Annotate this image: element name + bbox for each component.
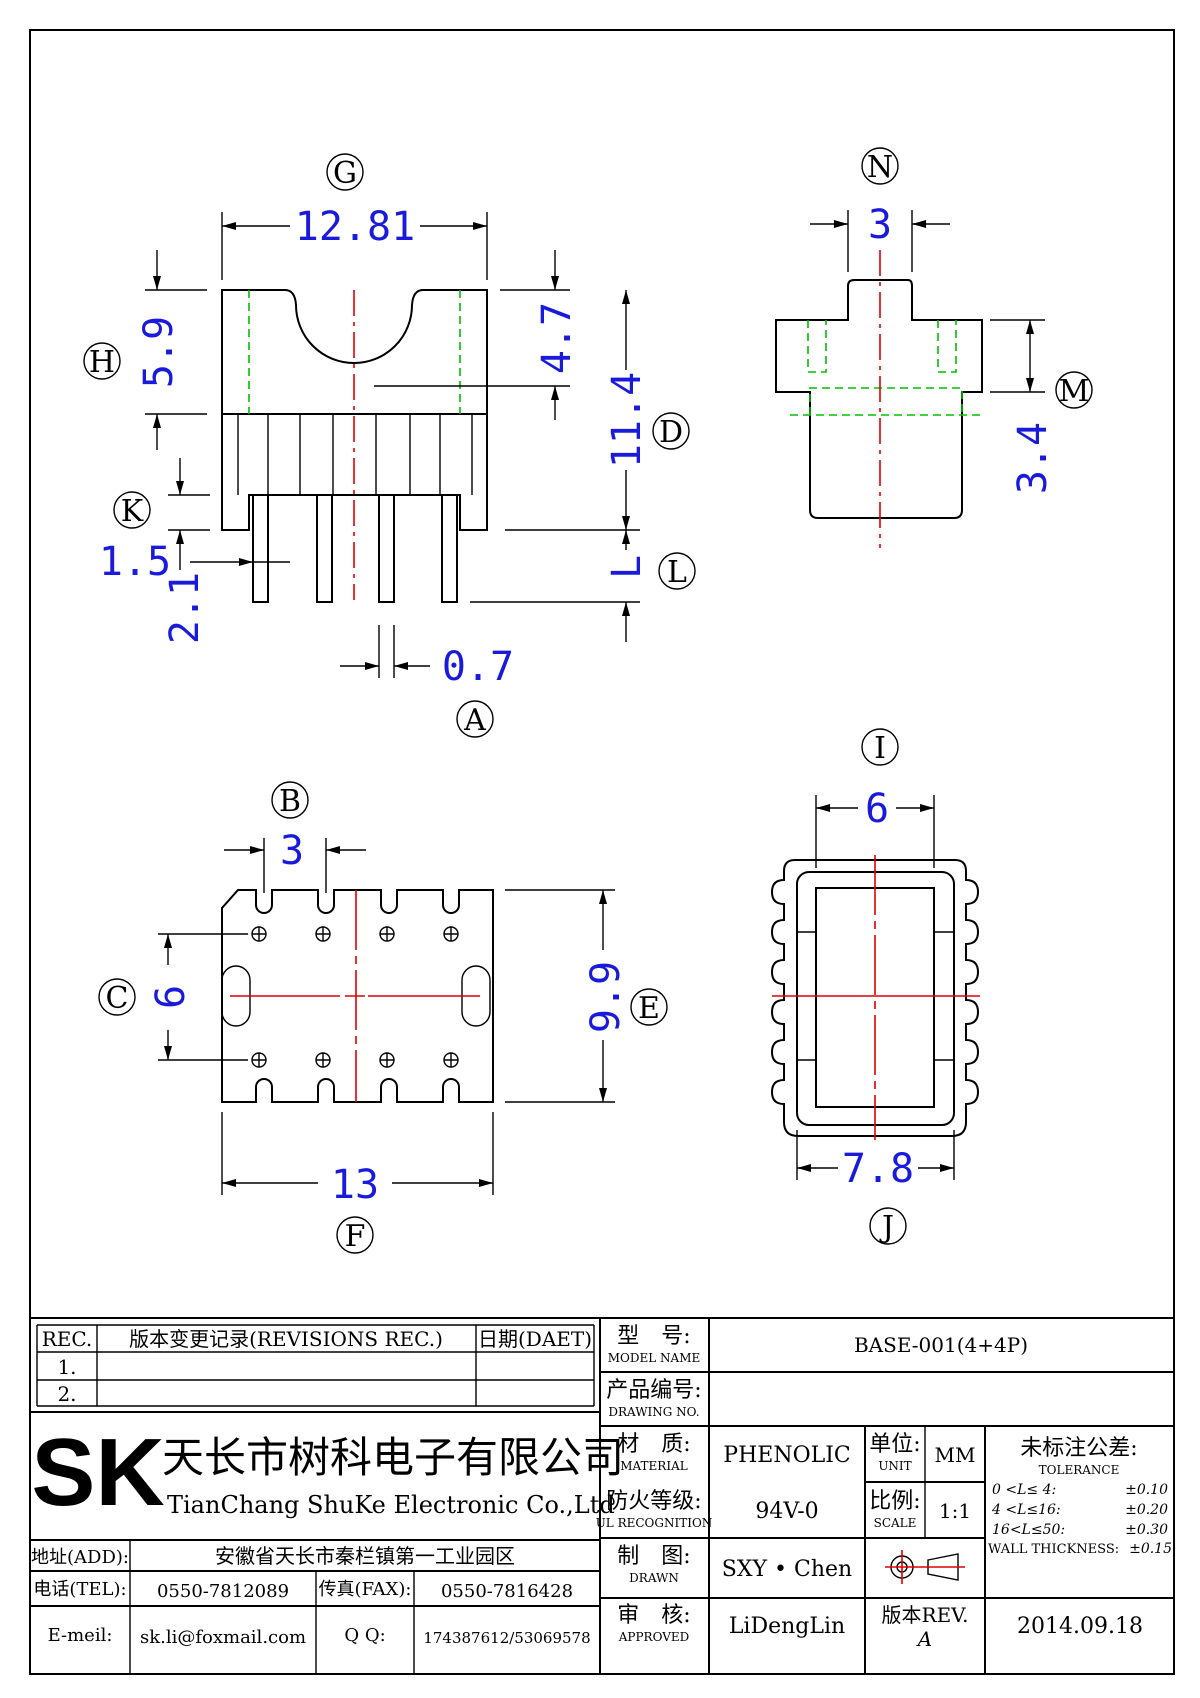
drawing-label-en: DRAWING NO. xyxy=(608,1405,699,1419)
bubble-M: M xyxy=(1059,374,1090,409)
approved-label-en: APPROVED xyxy=(618,1630,690,1644)
approved-label-cn: 审 核: xyxy=(617,1603,690,1628)
bubble-D: D xyxy=(659,415,683,450)
wall-thickness-label: WALL THICKNESS: xyxy=(988,1542,1119,1557)
front-view: 12.81 5.9 4.7 11.4 1.5 2.1 L 0.7 xyxy=(99,204,650,690)
bottom-view: 3 6 9.9 13 xyxy=(148,828,629,1208)
fax-value: 0550-7816428 xyxy=(441,1581,573,1602)
bubble-J: J xyxy=(879,1210,894,1245)
bubble-F: F xyxy=(345,1219,366,1254)
dim-6-top: 6 xyxy=(865,786,889,832)
drawn-label-en: DRAWN xyxy=(629,1571,679,1585)
rev-header: REC. xyxy=(42,1327,93,1351)
tolerance-value-3: ±0.30 xyxy=(1125,1522,1168,1538)
drawn-value: SXY • Chen xyxy=(722,1557,852,1582)
tolerance-range-3: 16<L≤50: xyxy=(992,1522,1065,1538)
dim-4-7: 4.7 xyxy=(534,302,580,374)
unit-value: MM xyxy=(935,1443,976,1467)
dim-9-9: 9.9 xyxy=(583,961,629,1033)
tolerance-range-2: 4 <L≤16: xyxy=(991,1502,1061,1518)
tolerance-label-cn: 未标注公差: xyxy=(1020,1436,1137,1461)
dim-6-left: 6 xyxy=(148,985,194,1009)
qq-value: 174387612/53069578 xyxy=(423,1629,590,1647)
reference-bubbles xyxy=(83,147,1093,1254)
scale-label-en: SCALE xyxy=(874,1516,917,1530)
tolerance-label-en: TOLERANCE xyxy=(1039,1463,1120,1477)
bubble-B: B xyxy=(279,784,301,819)
model-label-cn: 型 号: xyxy=(617,1324,690,1349)
address-label: 地址(ADD): xyxy=(31,1547,129,1568)
rev-label: 版本REV. xyxy=(882,1603,969,1627)
email-value: sk.li@foxmail.com xyxy=(140,1627,306,1648)
rev-row-1: 1. xyxy=(57,1355,76,1379)
scale-label-cn: 比例: xyxy=(869,1489,920,1514)
bubble-H: H xyxy=(89,345,115,380)
bubble-A: A xyxy=(463,703,486,738)
bubble-K: K xyxy=(121,494,144,529)
dim-13: 13 xyxy=(331,1162,379,1208)
wall-thickness-value: ±0.15 xyxy=(1129,1541,1172,1557)
bubble-G: G xyxy=(333,156,357,191)
bubble-N: N xyxy=(867,150,893,185)
scale-value: 1:1 xyxy=(939,1499,971,1523)
model-label-en: MODEL NAME xyxy=(608,1351,701,1365)
company-name-cn: 天长市树科电子有限公司 xyxy=(162,1433,624,1482)
unit-label-cn: 单位: xyxy=(869,1432,920,1457)
sheet-border xyxy=(29,29,1175,1675)
dim-5-9: 5.9 xyxy=(136,316,182,388)
tolerance-value-1: ±0.10 xyxy=(1125,1482,1168,1498)
date-value: 2014.09.18 xyxy=(1017,1614,1143,1639)
unit-label-en: UNIT xyxy=(878,1459,911,1473)
dim-7-8: 7.8 xyxy=(842,1146,914,1192)
drawing-label-cn: 产品编号: xyxy=(606,1378,701,1403)
qq-label: Q Q: xyxy=(344,1625,385,1646)
dim-1-5: 1.5 xyxy=(99,539,171,585)
dim-3-top: 3 xyxy=(868,202,892,248)
bubble-letters: G H D K L A N M B C E F I J xyxy=(89,150,1089,1254)
top-view: 6 7.8 xyxy=(770,786,980,1192)
model-value: BASE-001(4+4P) xyxy=(854,1333,1028,1357)
dim-3-4: 3.4 xyxy=(1010,422,1056,494)
revisions-header: 版本变更记录(REVISIONS REC.) xyxy=(129,1327,443,1351)
dim-L: L xyxy=(604,555,650,579)
tolerance-range-1: 0 <L≤ 4: xyxy=(992,1482,1056,1498)
ul-label-cn: 防火等级: xyxy=(606,1489,701,1514)
dim-2-1: 2.1 xyxy=(162,572,208,644)
ul-value: 94V-0 xyxy=(755,1499,818,1524)
dim-0-7: 0.7 xyxy=(442,644,514,690)
dim-3-bottom: 3 xyxy=(280,828,304,874)
side-view: 3 3.4 xyxy=(775,202,1056,548)
bubble-L: L xyxy=(667,555,687,590)
tel-value: 0550-7812089 xyxy=(157,1581,289,1602)
bubble-E: E xyxy=(638,991,660,1026)
date-header: 日期(DAET) xyxy=(478,1327,592,1351)
drawn-label-cn: 制 图: xyxy=(617,1544,690,1569)
rev-row-2: 2. xyxy=(57,1382,76,1406)
email-label: E-meil: xyxy=(48,1625,113,1646)
material-label-en: MATERIAL xyxy=(620,1459,688,1473)
material-label-cn: 材 质: xyxy=(617,1432,690,1457)
dim-11-4: 11.4 xyxy=(604,372,650,468)
company-name-en: TianChang ShuKe Electronic Co.,Ltd xyxy=(167,1491,615,1519)
tel-label: 电话(TEL): xyxy=(33,1579,126,1600)
address-value: 安徽省天长市秦栏镇第一工业园区 xyxy=(215,1544,515,1568)
company-logo: SK xyxy=(31,1419,164,1526)
approved-value: LiDengLin xyxy=(729,1614,845,1639)
bubble-I: I xyxy=(874,731,886,766)
bubble-C: C xyxy=(106,981,129,1016)
title-block: REC. 版本变更记录(REVISIONS REC.) 日期(DAET) 1. … xyxy=(30,1317,1174,1674)
dim-12-81: 12.81 xyxy=(295,204,415,250)
material-value: PHENOLIC xyxy=(723,1443,850,1468)
projection-symbol-icon xyxy=(885,1550,965,1584)
ul-label-en: UL RECOGNITION xyxy=(596,1516,713,1530)
rev-value: A xyxy=(916,1627,932,1651)
tolerance-value-2: ±0.20 xyxy=(1125,1502,1168,1518)
fax-label: 传真(FAX): xyxy=(319,1579,412,1600)
